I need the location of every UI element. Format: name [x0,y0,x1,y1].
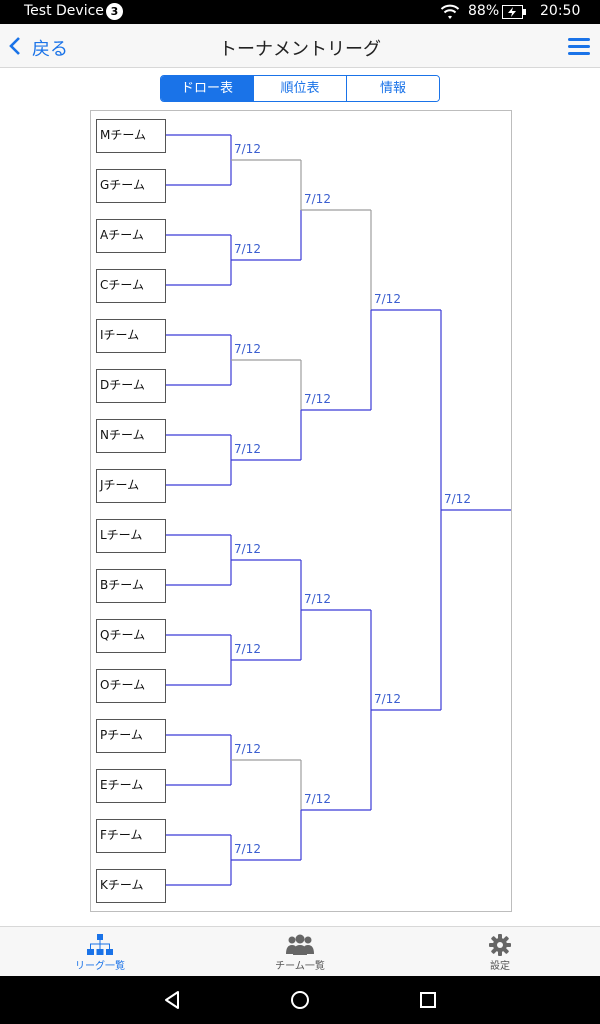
device-name: Test Device [24,3,104,19]
tab-settings[interactable]: 設定 [440,927,560,977]
match-date[interactable]: 7/12 [234,342,261,356]
segment-info[interactable]: 情報 [347,76,439,101]
team-box[interactable]: Fチーム [96,819,166,853]
status-time: 20:50 [540,3,581,19]
team-box[interactable]: Oチーム [96,669,166,703]
team-box[interactable]: Aチーム [96,219,166,253]
team-box[interactable]: Bチーム [96,569,166,603]
hierarchy-icon [87,934,113,955]
match-date[interactable]: 7/12 [234,242,261,256]
tab-team-list-label: チーム一覧 [275,961,325,972]
segment-standings[interactable]: 順位表 [254,76,347,101]
match-date[interactable]: 7/12 [304,392,331,406]
system-navigation-bar [0,976,600,1024]
bottom-tab-bar: リーグ一覧 チーム一覧 設定 [0,926,600,976]
group-icon [286,934,314,955]
match-date[interactable]: 7/12 [234,642,261,656]
battery-percent: 88% [468,3,500,19]
team-box[interactable]: Iチーム [96,319,166,353]
match-date[interactable]: 7/12 [234,142,261,156]
notification-count-badge: 3 [106,3,123,20]
team-box[interactable]: Gチーム [96,169,166,203]
segment-draw[interactable]: ドロー表 [161,76,254,101]
team-box[interactable]: Jチーム [96,469,166,503]
navigation-bar: 戻る トーナメントリーグ [0,24,600,68]
team-box[interactable]: Kチーム [96,869,166,903]
back-triangle-icon[interactable] [160,988,184,1012]
team-box[interactable]: Eチーム [96,769,166,803]
team-box[interactable]: Cチーム [96,269,166,303]
view-segment-control: ドロー表 順位表 情報 [160,75,440,102]
team-box[interactable]: Pチーム [96,719,166,753]
team-box[interactable]: Lチーム [96,519,166,553]
match-date[interactable]: 7/12 [304,192,331,206]
match-date[interactable]: 7/12 [304,792,331,806]
tab-league-list[interactable]: リーグ一覧 [40,927,160,977]
chevron-left-icon [9,37,20,55]
back-button[interactable]: 戻る [8,32,78,60]
wifi-icon [440,4,460,19]
team-box[interactable]: Dチーム [96,369,166,403]
gear-icon [489,934,511,956]
match-date[interactable]: 7/12 [304,592,331,606]
battery-charging-icon [502,5,526,19]
home-circle-icon[interactable] [288,988,312,1012]
status-bar: Test Device 3 88% 20:50 [0,0,600,24]
page-title: トーナメントリーグ [219,39,381,60]
tab-league-list-label: リーグ一覧 [75,961,125,972]
match-date[interactable]: 7/12 [374,292,401,306]
team-box[interactable]: Nチーム [96,419,166,453]
tab-team-list[interactable]: チーム一覧 [240,927,360,977]
recents-square-icon[interactable] [416,988,440,1012]
match-date[interactable]: 7/12 [234,842,261,856]
back-button-label: 戻る [32,39,68,60]
match-date[interactable]: 7/12 [234,442,261,456]
team-box[interactable]: Qチーム [96,619,166,653]
match-date[interactable]: 7/12 [444,492,471,506]
match-date[interactable]: 7/12 [234,542,261,556]
hamburger-menu-icon[interactable] [568,38,590,56]
team-box[interactable]: Mチーム [96,119,166,153]
tab-settings-label: 設定 [490,961,510,972]
match-date[interactable]: 7/12 [234,742,261,756]
match-date[interactable]: 7/12 [374,692,401,706]
